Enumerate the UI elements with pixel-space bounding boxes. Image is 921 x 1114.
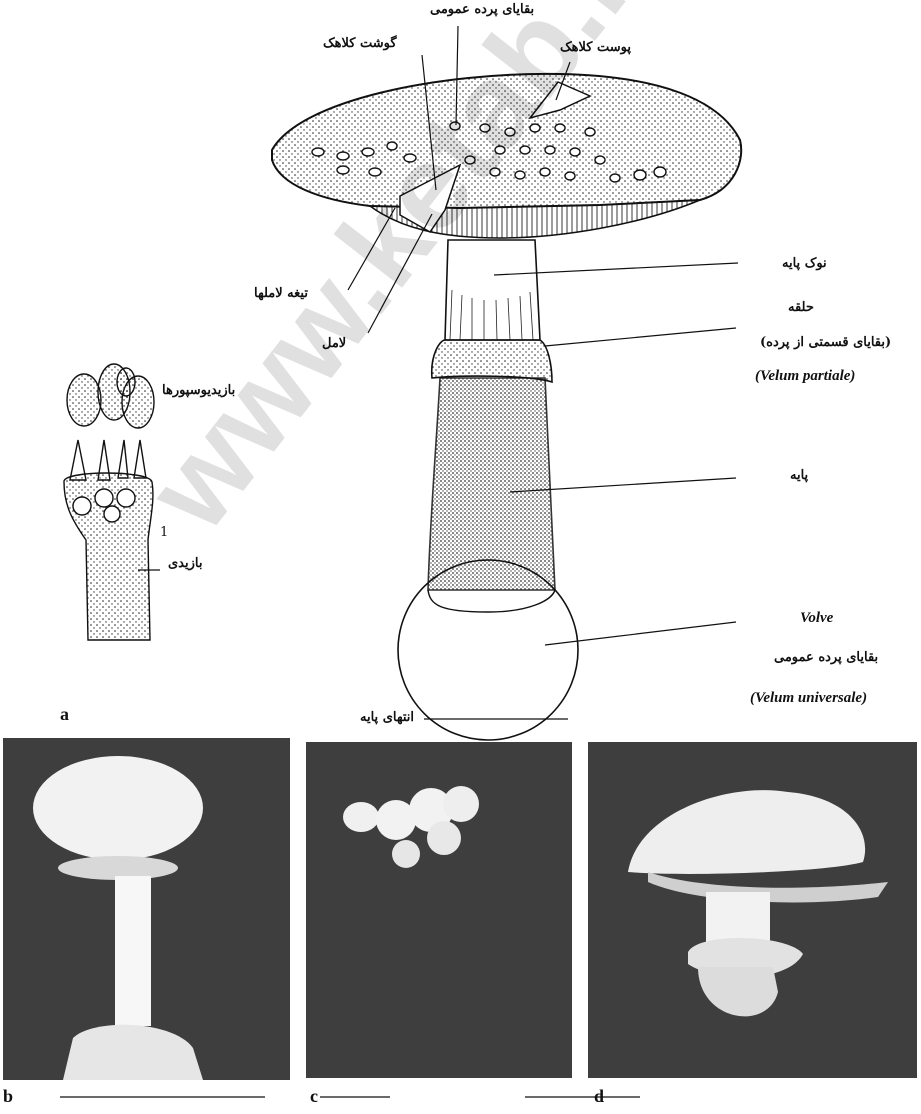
volva-top [428,590,555,612]
photo-panel-c [306,742,572,1078]
cap-shape [272,74,741,208]
panel-label-b: b [3,1086,13,1107]
label-basidiospores: بازیدیوسپورها [162,383,235,398]
label-volve: Volve [800,610,833,627]
label-basidium-number: 1 [160,525,168,540]
photo-panel-d [588,742,917,1078]
photo-panel-b [3,738,290,1080]
label-stipe: پایه [790,468,808,483]
panel-label-a: a [60,704,69,725]
label-cap-flesh: گوشت کلاهک [323,36,397,51]
panel-label-c: c [310,1086,318,1107]
label-stipe-base: انتهای پایه [360,710,414,725]
label-partial-veil-remnants: (بقایای قسمتی از پرده) [760,335,891,350]
label-velum-partiale: (Velum partiale) [755,368,855,385]
label-stipe-apex: نوک پایه [782,256,827,271]
basidium-drawing [64,364,154,640]
ring [432,340,552,382]
label-ring: حلقه [788,300,814,315]
label-gill-blade: تیغه لاملها [254,286,308,301]
stipe-upper [445,240,540,340]
panel-label-d: d [594,1086,604,1107]
label-basidium: بازیدی [168,556,202,571]
label-cap-skin: پوست کلاهک [560,40,631,55]
label-lamella: لامل [322,336,346,351]
label-general-veil-remnants-bottom: بقایای پرده عمومی [774,650,878,665]
stipe-lower [428,378,555,590]
label-velum-universale: (Velum universale) [750,690,867,707]
label-general-veil-remnants-top: بقایای پرده عمومی [430,2,534,17]
